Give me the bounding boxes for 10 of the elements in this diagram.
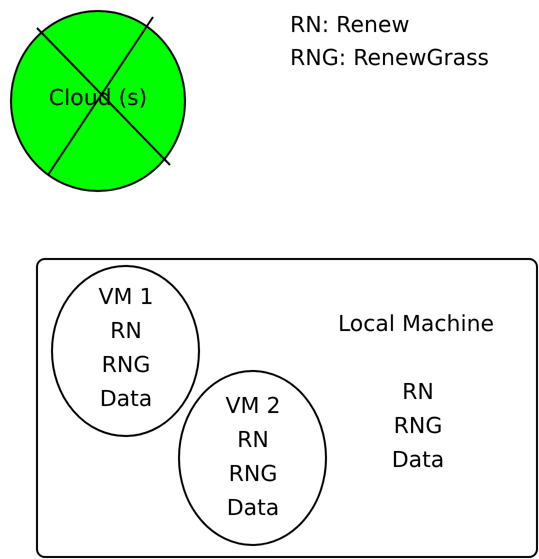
- node-label: VM 2 RN RNG Data: [224, 393, 282, 523]
- machine-panel: [36, 258, 538, 558]
- node-label: VM 1 RN RNG Data: [97, 284, 155, 414]
- panel-title: Local Machine: [336, 311, 496, 339]
- vm-ellipse: [178, 370, 327, 546]
- node-label: RN RNG Data: [390, 379, 446, 475]
- abbreviation-note: RNG: RenewGrass: [290, 45, 489, 73]
- abbreviation-note: RN: Renew: [290, 12, 410, 40]
- cloud-circle: [10, 10, 186, 192]
- vm-ellipse: [51, 265, 200, 437]
